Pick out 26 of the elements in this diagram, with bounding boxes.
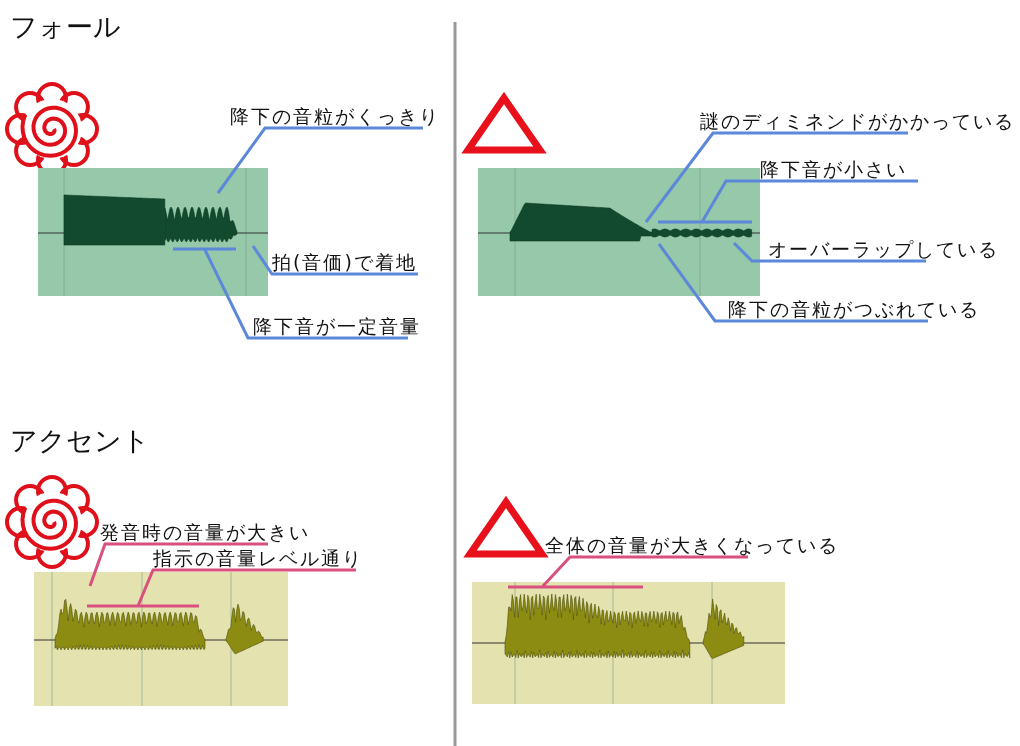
leader-line	[506, 555, 750, 589]
leader-line	[251, 245, 418, 276]
leader-line	[656, 179, 920, 224]
annotation-text: 降下の音粒がつぶれている	[728, 297, 980, 321]
annotation-text: 降下音が一定音量	[253, 314, 421, 338]
annotation-text: 降下音が小さい	[760, 157, 930, 181]
leader-line	[85, 568, 358, 608]
section-heading: フォール	[10, 10, 121, 44]
annotation-text: 指示の音量レベル通り	[153, 546, 368, 570]
annotation-text: 発音時の音量が大きい	[100, 520, 310, 544]
leader-line	[644, 131, 908, 223]
annotation-text: オーバーラップしている	[768, 237, 999, 261]
leader-line	[216, 126, 423, 194]
waveform-drawing	[37, 167, 269, 297]
waveform-drawing	[471, 581, 786, 705]
waveform-drawing	[477, 167, 761, 297]
waveform-drawing	[33, 571, 289, 707]
leader-line	[171, 247, 410, 340]
leader-line	[657, 243, 928, 323]
annotation-text: 全体の音量が大きくなっている	[545, 533, 839, 557]
leader-line	[88, 542, 268, 587]
annotation-text: 謎のディミネンドがかかっている	[700, 109, 1015, 133]
leader-line	[732, 241, 926, 263]
section-heading: アクセント	[10, 424, 150, 458]
annotation-text: 降下の音粒がくっきり	[230, 104, 440, 128]
annotation-text: 拍(音価)で着地	[272, 250, 430, 274]
